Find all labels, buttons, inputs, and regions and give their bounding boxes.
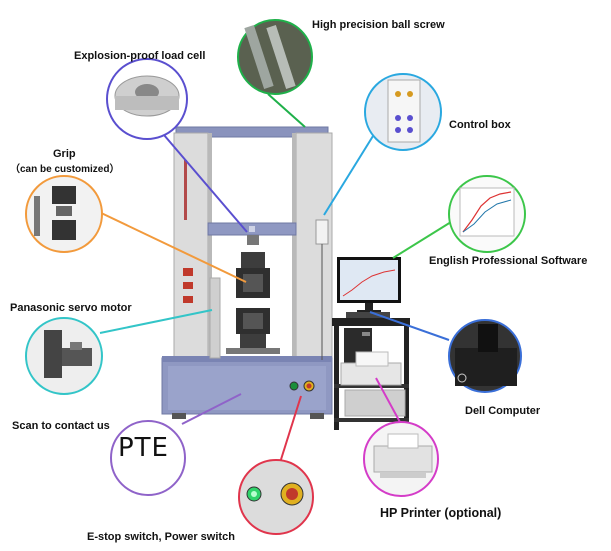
- servo-motor-label: Panasonic servo motor: [10, 302, 132, 314]
- printer-label: HP Printer (optional): [380, 506, 502, 520]
- computer-desk: [332, 257, 410, 430]
- control-box-photo: [364, 73, 442, 151]
- control-box-label: Control box: [449, 119, 511, 131]
- hp-printer-photo: [363, 421, 439, 497]
- software-screen-photo: [448, 175, 526, 253]
- callout-lines: [96, 93, 452, 470]
- load-cell-label: Explosion-proof load cell: [74, 50, 206, 62]
- ball-screw-photo: [237, 19, 313, 95]
- qr-code: [110, 420, 186, 496]
- switches-label: E-stop switch, Power switch: [87, 531, 235, 543]
- grip-photo: [25, 175, 103, 253]
- dell-computer-photo: [448, 319, 522, 393]
- contact-label: Scan to contact us: [12, 420, 110, 432]
- switch-buttons-photo: [238, 459, 314, 535]
- computer-label: Dell Computer: [465, 405, 541, 417]
- servo-motor-photo: [25, 317, 103, 395]
- qr-code-text: PTE: [118, 433, 169, 463]
- ball-screw-label: High precision ball screw: [312, 19, 445, 31]
- testing-machine: [161, 126, 333, 419]
- load-cell-photo: [106, 58, 188, 140]
- software-label: English Professional Software: [429, 255, 588, 267]
- grip-customized-label: （can be customized）: [10, 164, 120, 175]
- grip-label: Grip: [53, 148, 76, 160]
